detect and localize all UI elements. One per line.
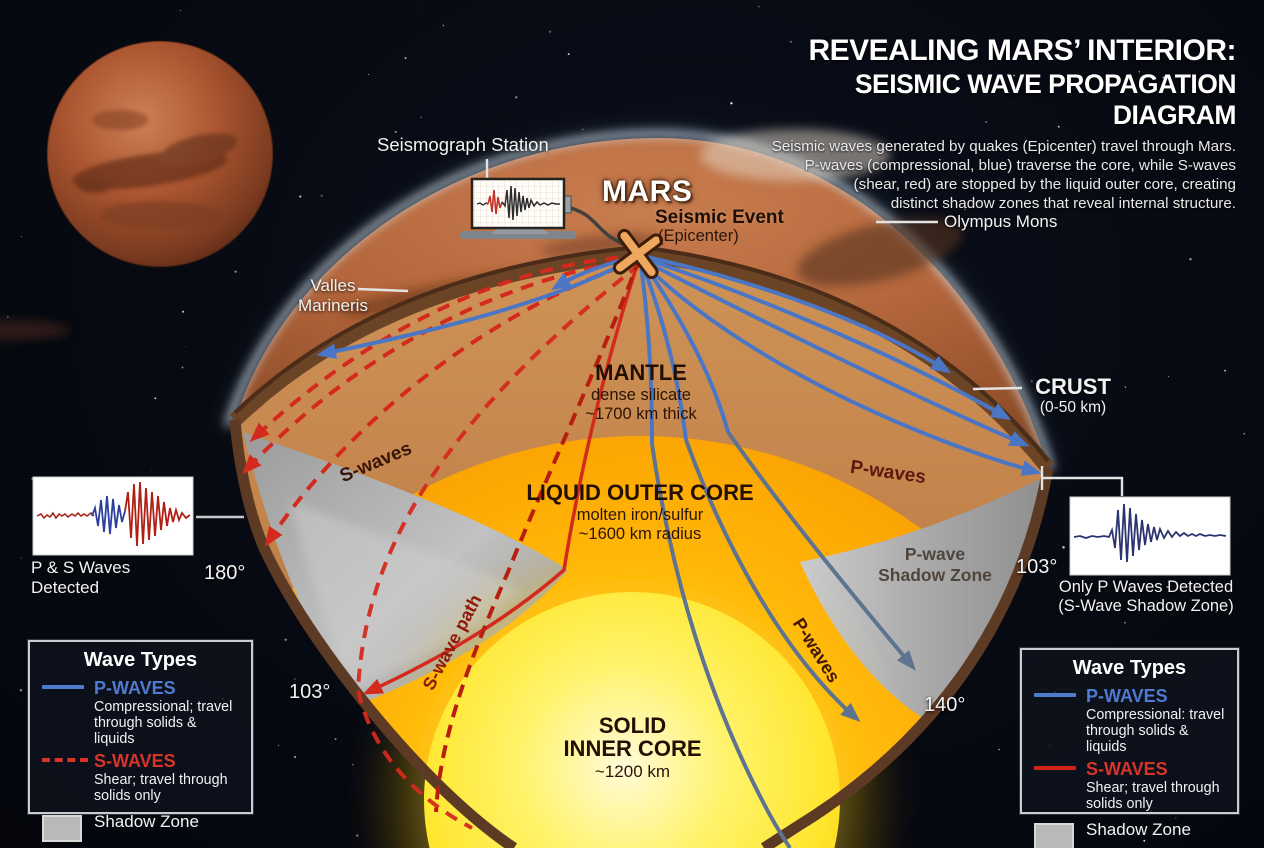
angle-103-left-label: 103° bbox=[289, 681, 331, 703]
subtitle-line: (shear, red) are stopped by the liquid o… bbox=[853, 175, 1236, 193]
s-wave-line-icon bbox=[1034, 766, 1076, 770]
epicenter-x-icon bbox=[612, 228, 664, 280]
inner-core-label: SOLID INNER CORE ~1200 km bbox=[563, 713, 702, 782]
seismogram-p-only bbox=[1069, 496, 1231, 576]
legend-shadow-row: Shadow Zone bbox=[42, 808, 239, 842]
header: REVEALING MARS’ INTERIOR: SEISMIC WAVE P… bbox=[756, 34, 1237, 213]
wave-types-legend-right: Wave Types P-WAVES Compressional: travel… bbox=[1020, 648, 1239, 848]
page-title-line2: SEISMIC WAVE PROPAGATION DIAGRAM bbox=[854, 69, 1237, 130]
s-wave-dashed-line-icon bbox=[42, 758, 88, 762]
subtitle-line: Seismic waves generated by quakes (Epice… bbox=[771, 138, 1236, 155]
outer-core-label: LIQUID OUTER CORE molten iron/sulfur ~16… bbox=[526, 480, 754, 544]
s-wave-rays bbox=[241, 254, 642, 830]
p-wave-line-icon bbox=[42, 685, 84, 689]
p-wave-core-rays bbox=[650, 430, 916, 848]
legend-s-wave-row: S-WAVES Shear; travel through solids onl… bbox=[1034, 759, 1225, 812]
olympus-mons-label: Olympus Mons bbox=[944, 212, 1058, 231]
mantle-label: MANTLE dense silicate ~1700 km thick bbox=[585, 360, 697, 424]
callout-lines bbox=[196, 159, 1124, 519]
shadow-zone-swatch-icon bbox=[42, 815, 82, 842]
p-wave-line-icon bbox=[1034, 693, 1076, 697]
angle-140-label: 140° bbox=[924, 694, 966, 716]
legend-s-wave-row: S-WAVES Shear; travel through solids onl… bbox=[42, 751, 239, 804]
crust-label: CRUST (0-50 km) bbox=[1035, 374, 1111, 416]
left-detector-caption: P & S Waves Detected bbox=[31, 558, 131, 597]
mars-globe-image bbox=[46, 40, 274, 268]
angle-180-label: 180° bbox=[204, 562, 246, 584]
right-detector-caption: Only P Waves Detected (S-Wave Shadow Zon… bbox=[1058, 578, 1234, 616]
legend-title: Wave Types bbox=[83, 649, 198, 671]
seismogram-p-and-s bbox=[32, 476, 194, 556]
valles-marineris-label: Valles Marineris bbox=[298, 276, 368, 315]
seismograph-icon bbox=[460, 177, 638, 254]
seismic-event-label: Seismic Event bbox=[655, 207, 784, 228]
seismograph-station-label: Seismograph Station bbox=[377, 134, 549, 155]
subtitle-line: distinct shadow zones that reveal intern… bbox=[890, 194, 1236, 212]
planet-name-label: MARS bbox=[602, 175, 693, 208]
p-wave-shadow-zone-label: P-wave Shadow Zone bbox=[878, 544, 992, 585]
legend-p-wave-row: P-WAVES Compressional: travel through so… bbox=[1034, 686, 1225, 755]
epicenter-label: (Epicenter) bbox=[658, 227, 739, 245]
legend-p-wave-row: P-WAVES Compressional; travel through so… bbox=[42, 678, 239, 747]
subtitle-line: P-waves (compressional, blue) traverse t… bbox=[804, 156, 1236, 174]
legend-shadow-row: Shadow Zone bbox=[1034, 816, 1225, 848]
shadow-zone-swatch-icon bbox=[1034, 823, 1074, 848]
wave-types-legend-left: Wave Types P-WAVES Compressional; travel… bbox=[28, 640, 253, 842]
angle-103-right-label: 103° bbox=[1016, 556, 1058, 578]
legend-title: Wave Types bbox=[1072, 657, 1187, 679]
page-title-line1: REVEALING MARS’ INTERIOR: bbox=[808, 34, 1236, 67]
header-subtitle: Seismic waves generated by quakes (Epice… bbox=[756, 138, 1236, 213]
